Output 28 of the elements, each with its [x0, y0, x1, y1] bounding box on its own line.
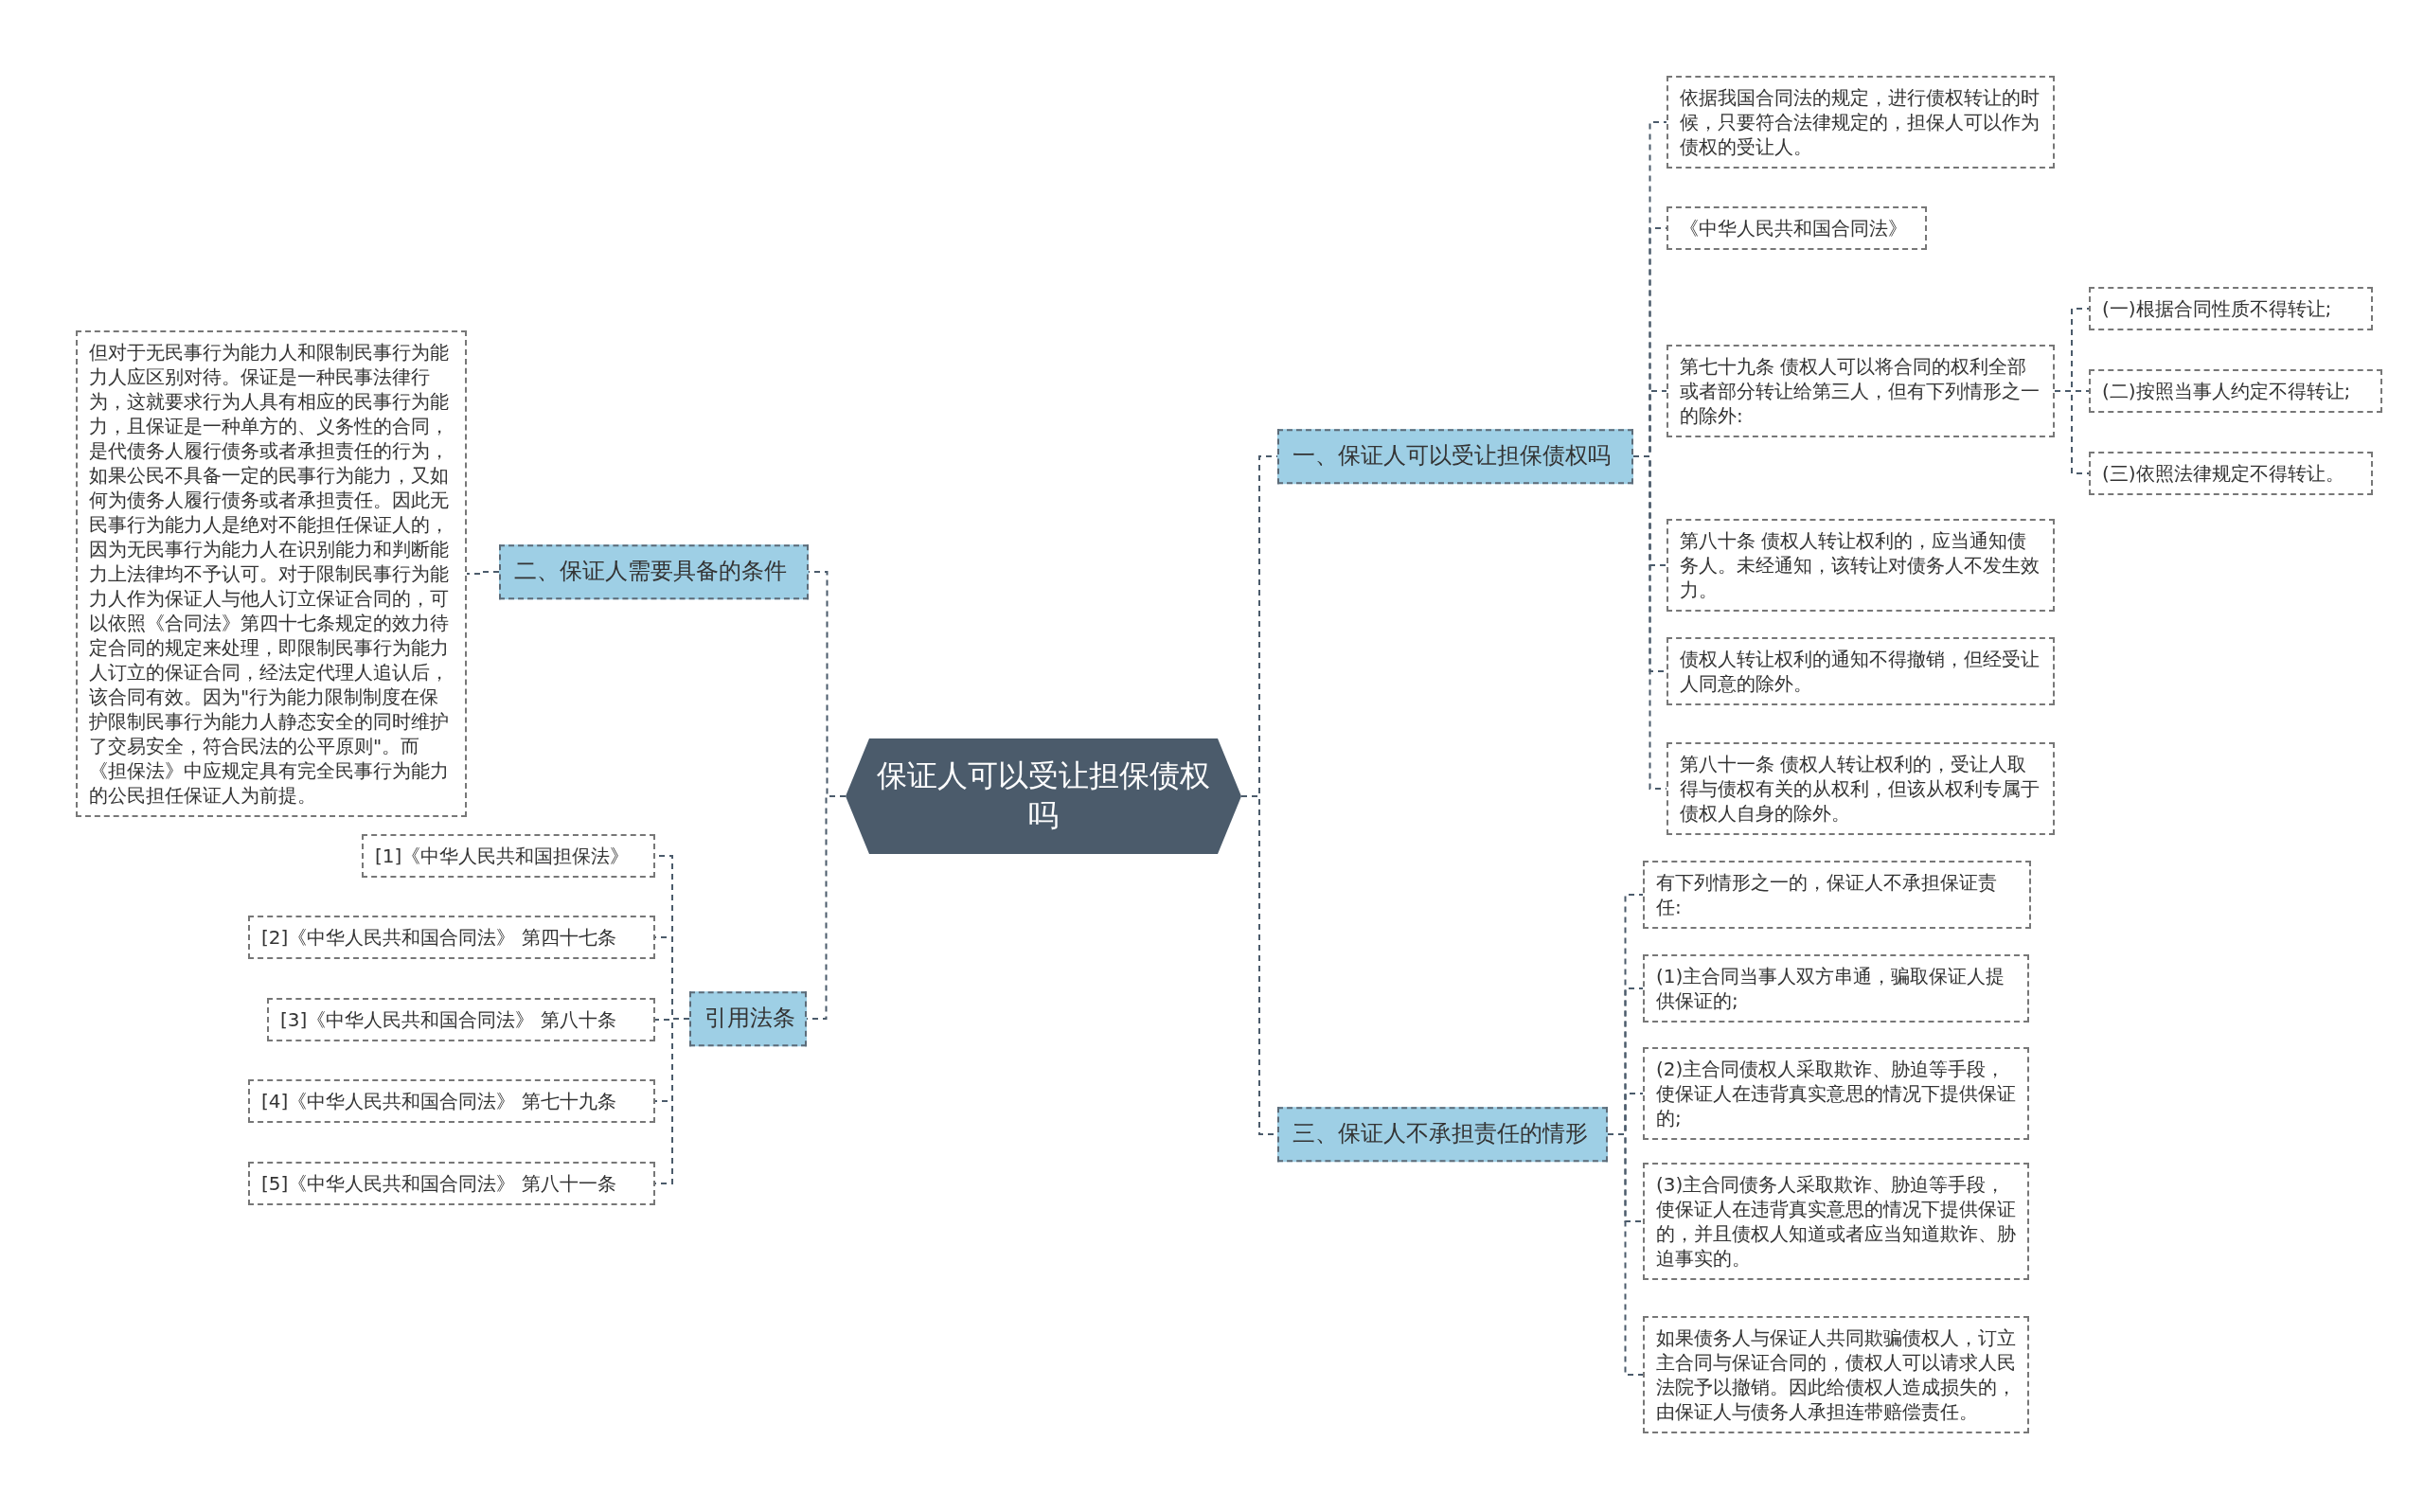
note-box: 有下列情形之一的，保证人不承担保证责任:	[1643, 861, 2031, 929]
note-box: (1)主合同当事人双方串通，骗取保证人提供保证的;	[1643, 954, 2029, 1023]
note-box: [2]《中华人民共和国合同法》 第四十七条	[248, 916, 655, 959]
central-topic: 保证人可以受让担保债权吗	[846, 738, 1241, 854]
topic-box: 一、保证人可以受让担保债权吗	[1277, 429, 1633, 484]
connector-line	[2054, 390, 2090, 474]
note-box: 《中华人民共和国合同法》	[1666, 206, 1927, 250]
topic-box: 三、保证人不承担责任的情形	[1277, 1107, 1608, 1162]
note-box: 第七十九条 债权人可以将合同的权利全部或者部分转让给第三人，但有下列情形之一的除外:	[1666, 345, 2055, 437]
note-box: 但对于无民事行为能力人和限制民事行为能力人应区别对待。保证是一种民事法律行为，这就要求行为人具有相应的民事行为能力，且保证是一种单方的、义务性的合同，是代债务人履行债务或者承担责任的行为，如果公民不具备一定的民事行为能力，又如何为债务人履行债务或者承担责任。因此无民事行为能力人是绝对不能担任保证人的，因为无民事行为能力人在识别能力和判断能力上法律均不予认可。对于限制民事行为能力人作为保证人与他人订立保证合同的，可以依照《合同法》第四十七条规定的效力待定合同的规定来处理，即限制民事行为能力人订立的保证合同，经法定代理人追认后，该合同有效。因为"行为能力限制制度在保护限制民事行为能力人静态安全的同时维护了交易安全，符合民法的公平原则"。而《担保法》中应规定具有完全民事行为能力的公民担任保证人为前提。	[76, 330, 467, 817]
note-box: [5]《中华人民共和国合同法》 第八十一条	[248, 1162, 655, 1205]
connector-line	[1607, 1133, 1644, 1376]
note-box: [1]《中华人民共和国担保法》	[362, 834, 655, 878]
note-box: (二)按照当事人约定不得转让;	[2089, 369, 2382, 413]
note-box: 第八十一条 债权人转让权利的，受让人取得与债权有关的从权利，但该从权利专属于债权人自身的除外。	[1666, 742, 2055, 835]
note-box: [4]《中华人民共和国合同法》 第七十九条	[248, 1079, 655, 1123]
connector-line	[466, 571, 500, 575]
note-box: (3)主合同债务人采取欺诈、胁迫等手段，使保证人在违背真实意思的情况下提供保证的，并且债权人知道或者应当知道欺诈、胁迫事实的。	[1643, 1163, 2029, 1280]
topic-box: 引用法条	[689, 991, 807, 1046]
note-box: [3]《中华人民共和国合同法》 第八十条	[267, 998, 655, 1041]
note-box: (一)根据合同性质不得转让;	[2089, 287, 2373, 330]
note-box: 第八十条 债权人转让权利的，应当通知债务人。未经通知，该转让对债务人不发生效力。	[1666, 519, 2055, 612]
note-box: 债权人转让权利的通知不得撤销，但经受让人同意的除外。	[1666, 637, 2055, 705]
topic-box: 二、保证人需要具备的条件	[499, 544, 809, 599]
note-box: (三)依照法律规定不得转让。	[2089, 452, 2373, 495]
note-box: 如果债务人与保证人共同欺骗债权人，订立主合同与保证合同的，债权人可以请求人民法院予以撤销。因此给债权人造成损失的，由保证人与债务人承担连带赔偿责任。	[1643, 1316, 2029, 1433]
note-box: 依据我国合同法的规定，进行债权转让的时候，只要符合法律规定的，担保人可以作为债权的受让人。	[1666, 76, 2055, 169]
note-box: (2)主合同债权人采取欺诈、胁迫等手段，使保证人在违背真实意思的情况下提供保证的;	[1643, 1047, 2029, 1140]
